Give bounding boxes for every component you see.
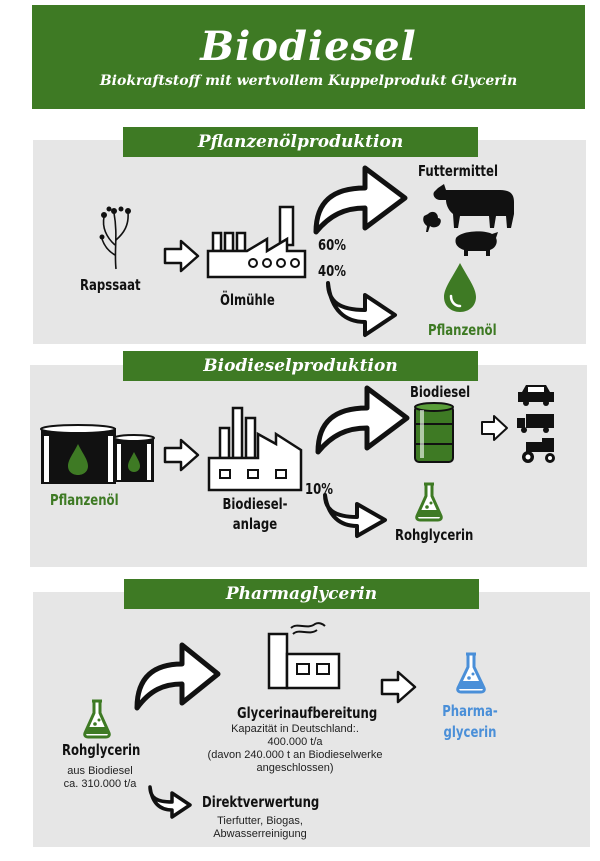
rapeseed-plant-icon: [99, 206, 131, 270]
biodiesel-label: Biodiesel: [410, 383, 471, 401]
curved-arrow-up-icon: [313, 165, 408, 235]
biodiesel-plant-label-1: Biodiesel-: [222, 495, 288, 513]
glycerin-refinery-icon: [267, 622, 341, 690]
direct-use-text-2: Abwasserreinigung: [213, 828, 307, 840]
capacity-text-4: angeschlossen): [256, 762, 334, 774]
arrow-right-icon: [481, 415, 508, 441]
oil-tanks-icon: [40, 424, 155, 484]
capacity-text-3: (davon 240.000 t an Biodieselwerke: [207, 749, 383, 761]
curved-arrow-down-icon: [148, 785, 192, 819]
source-text-1: aus Biodiesel: [67, 765, 133, 777]
section-pharma-glycerin-banner: Pharmaglycerin: [124, 579, 479, 609]
section-biodiesel-production-banner: Biodieselproduktion: [123, 351, 478, 381]
feed-label: Futtermittel: [418, 162, 498, 180]
direct-use-text-1: Tierfutter, Biogas,: [217, 815, 303, 827]
section-oil-production-banner: Pflanzenölproduktion: [123, 127, 478, 157]
flask-icon: [415, 482, 443, 522]
crude-glycerin-label: Rohglycerin: [395, 526, 474, 544]
section2-oil-label: Pflanzenöl: [50, 491, 119, 509]
vehicles-icon: [517, 385, 555, 463]
pharma-flask-icon: [456, 652, 486, 694]
flask-icon: [83, 699, 111, 739]
livestock-icon: [423, 184, 514, 256]
curved-arrow-down-icon: [323, 493, 387, 538]
pct-40-label: 40%: [318, 262, 347, 280]
oil-mill-icon: [206, 205, 307, 279]
oil-label: Pflanzenöl: [428, 321, 497, 339]
biodiesel-plant-label-2: anlage: [232, 515, 278, 533]
glycerin-processing-label: Glycerinaufbereitung: [237, 704, 378, 722]
pct-60-label: 60%: [318, 236, 347, 254]
curved-arrow-up-icon: [315, 385, 410, 455]
direct-use-label: Direktverwertung: [202, 793, 320, 811]
biodiesel-plant-icon: [207, 406, 303, 492]
header-banner: Biodiesel Biokraftstoff mit wertvollem K…: [32, 5, 585, 109]
page-title: Biodiesel: [200, 23, 417, 70]
page-subtitle: Biokraftstoff mit wertvollem Kuppelprodu…: [99, 73, 518, 89]
capacity-text-2: 400.000 t/a: [267, 736, 323, 748]
capacity-text-1: Kapazität in Deutschland:.: [231, 723, 359, 735]
section3-crude-glycerin-label: Rohglycerin: [62, 741, 141, 759]
oil-mill-label: Ölmühle: [220, 291, 275, 309]
section-pharma-glycerin: [33, 592, 590, 847]
arrow-right-icon: [163, 239, 200, 273]
pharma-glycerin-label-1: Pharma-: [442, 702, 498, 720]
arrow-right-icon: [163, 438, 200, 472]
curved-arrow-down-icon: [326, 281, 397, 337]
curved-arrow-up-icon: [134, 642, 221, 711]
source-text-2: ca. 310.000 t/a: [63, 778, 137, 790]
oil-drop-icon: [444, 263, 476, 312]
oil-barrel-icon: [414, 402, 454, 463]
arrow-right-icon: [380, 670, 417, 704]
pharma-glycerin-label-2: glycerin: [443, 723, 497, 741]
rapeseed-label: Rapssaat: [80, 276, 141, 294]
